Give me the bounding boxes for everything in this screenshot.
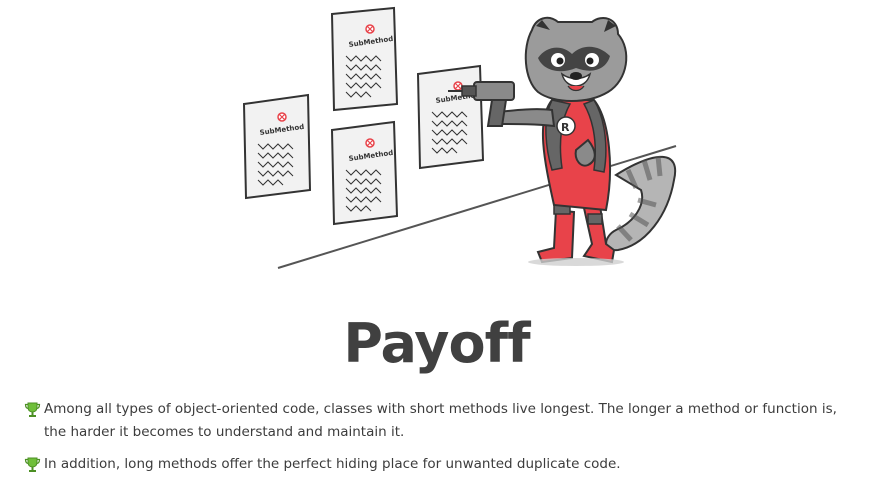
- submethod-note: SubMethod: [330, 6, 399, 112]
- list-item: Among all types of object-oriented code,…: [24, 398, 854, 444]
- payoff-list: Among all types of object-oriented code,…: [24, 398, 854, 485]
- payoff-item-text: In addition, long methods offer the perf…: [44, 456, 621, 472]
- trophy-icon: [24, 457, 41, 472]
- drill-icon: [448, 81, 515, 127]
- submethod-note: SubMethod: [242, 93, 312, 200]
- hero-illustration: SubMethod SubMethod SubMethod SubMethod: [236, 0, 686, 280]
- payoff-item-text: Among all types of object-oriented code,…: [44, 401, 837, 440]
- section-title: Payoff: [343, 312, 530, 375]
- mascot-badge-letter: R: [561, 121, 570, 134]
- mascot-badge: [556, 116, 576, 136]
- list-item: In addition, long methods offer the perf…: [24, 453, 854, 476]
- raccoon-drilling-notes-illustration: SubMethod SubMethod SubMethod SubMethod: [242, 6, 677, 269]
- raccoon-mascot: R: [448, 16, 677, 266]
- trophy-icon: [24, 402, 41, 417]
- submethod-note: SubMethod: [416, 64, 485, 170]
- submethod-note: SubMethod: [330, 120, 399, 226]
